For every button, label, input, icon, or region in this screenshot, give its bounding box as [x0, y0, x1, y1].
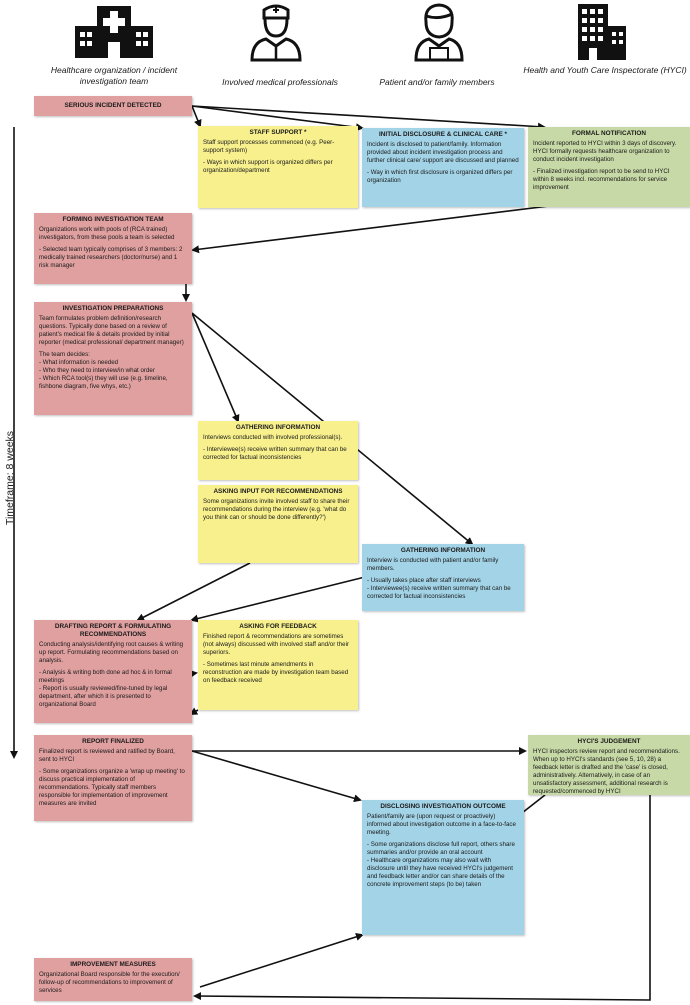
formal-notification-text: Incident reported to HYCI within 3 days …: [533, 140, 677, 163]
investigation-prep-text: Team formulates problem definition/resea…: [39, 315, 184, 346]
list-item: - Who they need to interview/in what ord…: [39, 367, 155, 374]
patient-icon: [414, 3, 464, 62]
hyci-judgement-box: HYCI'S JUDGEMENT HYCI inspectors review …: [528, 735, 690, 795]
building-icon: [578, 4, 626, 60]
actor-label-patient: Patient and/or family members: [379, 77, 495, 87]
staff-support-text: Staff support processes commenced (e.g. …: [203, 139, 335, 154]
initial-disclosure-text: Incident is disclosed to patient/family.…: [367, 141, 519, 164]
formal-notification-title: FORMAL NOTIFICATION: [572, 130, 646, 137]
gathering-patient-box: GATHERING INFORMATION Interview is condu…: [362, 544, 524, 611]
initial-disclosure-box: INITIAL DISCLOSURE & CLINICAL CARE * Inc…: [362, 128, 524, 207]
asking-input-text: Some organizations invite involved staff…: [203, 498, 350, 521]
actor-label-healthcare: Healthcare organization / incident inves…: [50, 65, 178, 86]
forming-team-box: FORMING INVESTIGATION TEAM Organizations…: [34, 213, 192, 284]
report-finalized-text: Finalized report is reviewed and ratifie…: [39, 748, 175, 763]
forming-team-note: - Selected team typically comprises of 3…: [39, 246, 183, 269]
list-item: - Analysis & writing both done ad hoc & …: [39, 669, 172, 684]
list-item: - Usually takes place after staff interv…: [367, 577, 481, 584]
doctor-icon: [250, 4, 302, 62]
disclosing-outcome-text: Patient/family are (upon request or proa…: [367, 813, 516, 836]
investigation-prep-box: INVESTIGATION PREPARATIONS Team formulat…: [34, 302, 192, 415]
arrow-hyci-improvement: [193, 794, 651, 1001]
formal-notification-box: FORMAL NOTIFICATION Incident reported to…: [528, 127, 690, 207]
list-item: - Which RCA tool(s) they will use (e.g. …: [39, 375, 168, 390]
forming-team-text: Organizations work with pools of (RCA tr…: [39, 226, 175, 241]
report-finalized-box: REPORT FINALIZED Finalized report is rev…: [34, 735, 192, 821]
staff-support-note: - Ways in which support is organized dif…: [203, 159, 333, 174]
improvement-box: IMPROVEMENT MEASURES Organizational Boar…: [34, 958, 192, 1001]
formal-notification-note: - Finalized investigation report to be s…: [533, 168, 670, 191]
arrow-incident-staff: [191, 105, 202, 128]
arrow-feedback-report: [189, 707, 199, 715]
arrow-incident-disclosure: [191, 105, 364, 132]
list-item: - Report is usually reviewed/fine-tuned …: [39, 685, 168, 708]
investigation-prep-title: INVESTIGATION PREPARATIONS: [62, 305, 164, 312]
gathering-staff-title: GATHERING INFORMATION: [235, 424, 321, 431]
investigation-prep-decides: The team decides:: [39, 351, 90, 358]
list-item: - What information is needed: [39, 359, 119, 366]
arrow-prep-gathering-staff: [191, 312, 240, 423]
serious-incident-box: SERIOUS INCIDENT DETECTED: [34, 96, 192, 116]
investigation-prep-list: - What information is needed - Who they …: [39, 359, 187, 391]
forming-team-title: FORMING INVESTIGATION TEAM: [62, 216, 164, 223]
asking-input-box: ASKING INPUT FOR RECOMMENDATIONS Some or…: [198, 485, 358, 563]
report-finalized-title: REPORT FINALIZED: [82, 738, 144, 745]
list-item: - Interviewee(s) receive written summary…: [367, 585, 511, 600]
arrow-input-drafting: [136, 562, 251, 621]
disclosing-outcome-list: - Some organizations disclose full repor…: [367, 841, 519, 889]
gathering-patient-text: Interview is conducted with patient and/…: [367, 557, 499, 572]
arrow-notification-forming: [191, 205, 550, 254]
staff-support-box: STAFF SUPPORT * Staff support processes …: [198, 126, 358, 208]
list-item: - Healthcare organizations may also wait…: [367, 857, 513, 888]
drafting-report-list: - Analysis & writing both done ad hoc & …: [39, 669, 187, 709]
drafting-report-box: DRAFTING REPORT & FORMULATING RECOMMENDA…: [34, 620, 192, 723]
initial-disclosure-title: INITIAL DISCLOSURE & CLINICAL CARE *: [379, 131, 507, 138]
initial-disclosure-note: - Way in which first disclosure is organ…: [367, 169, 513, 184]
disclosing-outcome-title: DISCLOSING INVESTIGATION OUTCOME: [380, 803, 506, 810]
report-finalized-note: - Some organizations organize a 'wrap up…: [39, 768, 185, 807]
arrow-patient-drafting: [190, 576, 366, 623]
hyci-judgement-text: HYCI inspectors review report and recomm…: [533, 748, 680, 795]
improvement-text: Organizational Board responsible for the…: [39, 971, 180, 994]
drafting-report-title: DRAFTING REPORT & FORMULATING RECOMMENDA…: [54, 623, 172, 638]
gathering-staff-box: GATHERING INFORMATION Interviews conduct…: [198, 421, 358, 480]
gathering-patient-title: GATHERING INFORMATION: [400, 547, 486, 554]
gathering-staff-text: Interviews conducted with involved profe…: [203, 434, 343, 441]
list-item: - Some organizations disclose full repor…: [367, 841, 515, 856]
hyci-judgement-title: HYCI'S JUDGEMENT: [577, 738, 641, 745]
staff-support-title: STAFF SUPPORT *: [249, 129, 307, 136]
improvement-title: IMPROVEMENT MEASURES: [70, 961, 156, 968]
asking-feedback-box: ASKING FOR FEEDBACK Finished report & re…: [198, 620, 358, 710]
disclosing-outcome-box: DISCLOSING INVESTIGATION OUTCOME Patient…: [362, 800, 524, 935]
asking-input-title: ASKING INPUT FOR RECOMMENDATIONS: [213, 488, 343, 495]
hospital-icon: [75, 6, 153, 58]
actor-label-professionals: Involved medical professionals: [222, 77, 338, 87]
arrow-incident-notification: [191, 105, 546, 131]
arrow-report-disclosing: [191, 750, 362, 803]
gathering-patient-list: - Usually takes place after staff interv…: [367, 577, 519, 601]
asking-feedback-title: ASKING FOR FEEDBACK: [239, 623, 317, 630]
asking-feedback-text: Finished report & recommendations are so…: [203, 633, 350, 656]
gathering-staff-note: - Interviewee(s) receive written summary…: [203, 446, 347, 461]
arrow-improvement-disclosing: [199, 933, 364, 988]
drafting-report-text: Conducting analysis/identifying root cau…: [39, 641, 184, 664]
serious-incident-title: SERIOUS INCIDENT DETECTED: [64, 102, 162, 109]
actor-label-hyci: Health and Youth Care Inspectorate (HYCI…: [523, 65, 687, 75]
asking-feedback-note: - Sometimes last minute amendments in re…: [203, 661, 349, 684]
